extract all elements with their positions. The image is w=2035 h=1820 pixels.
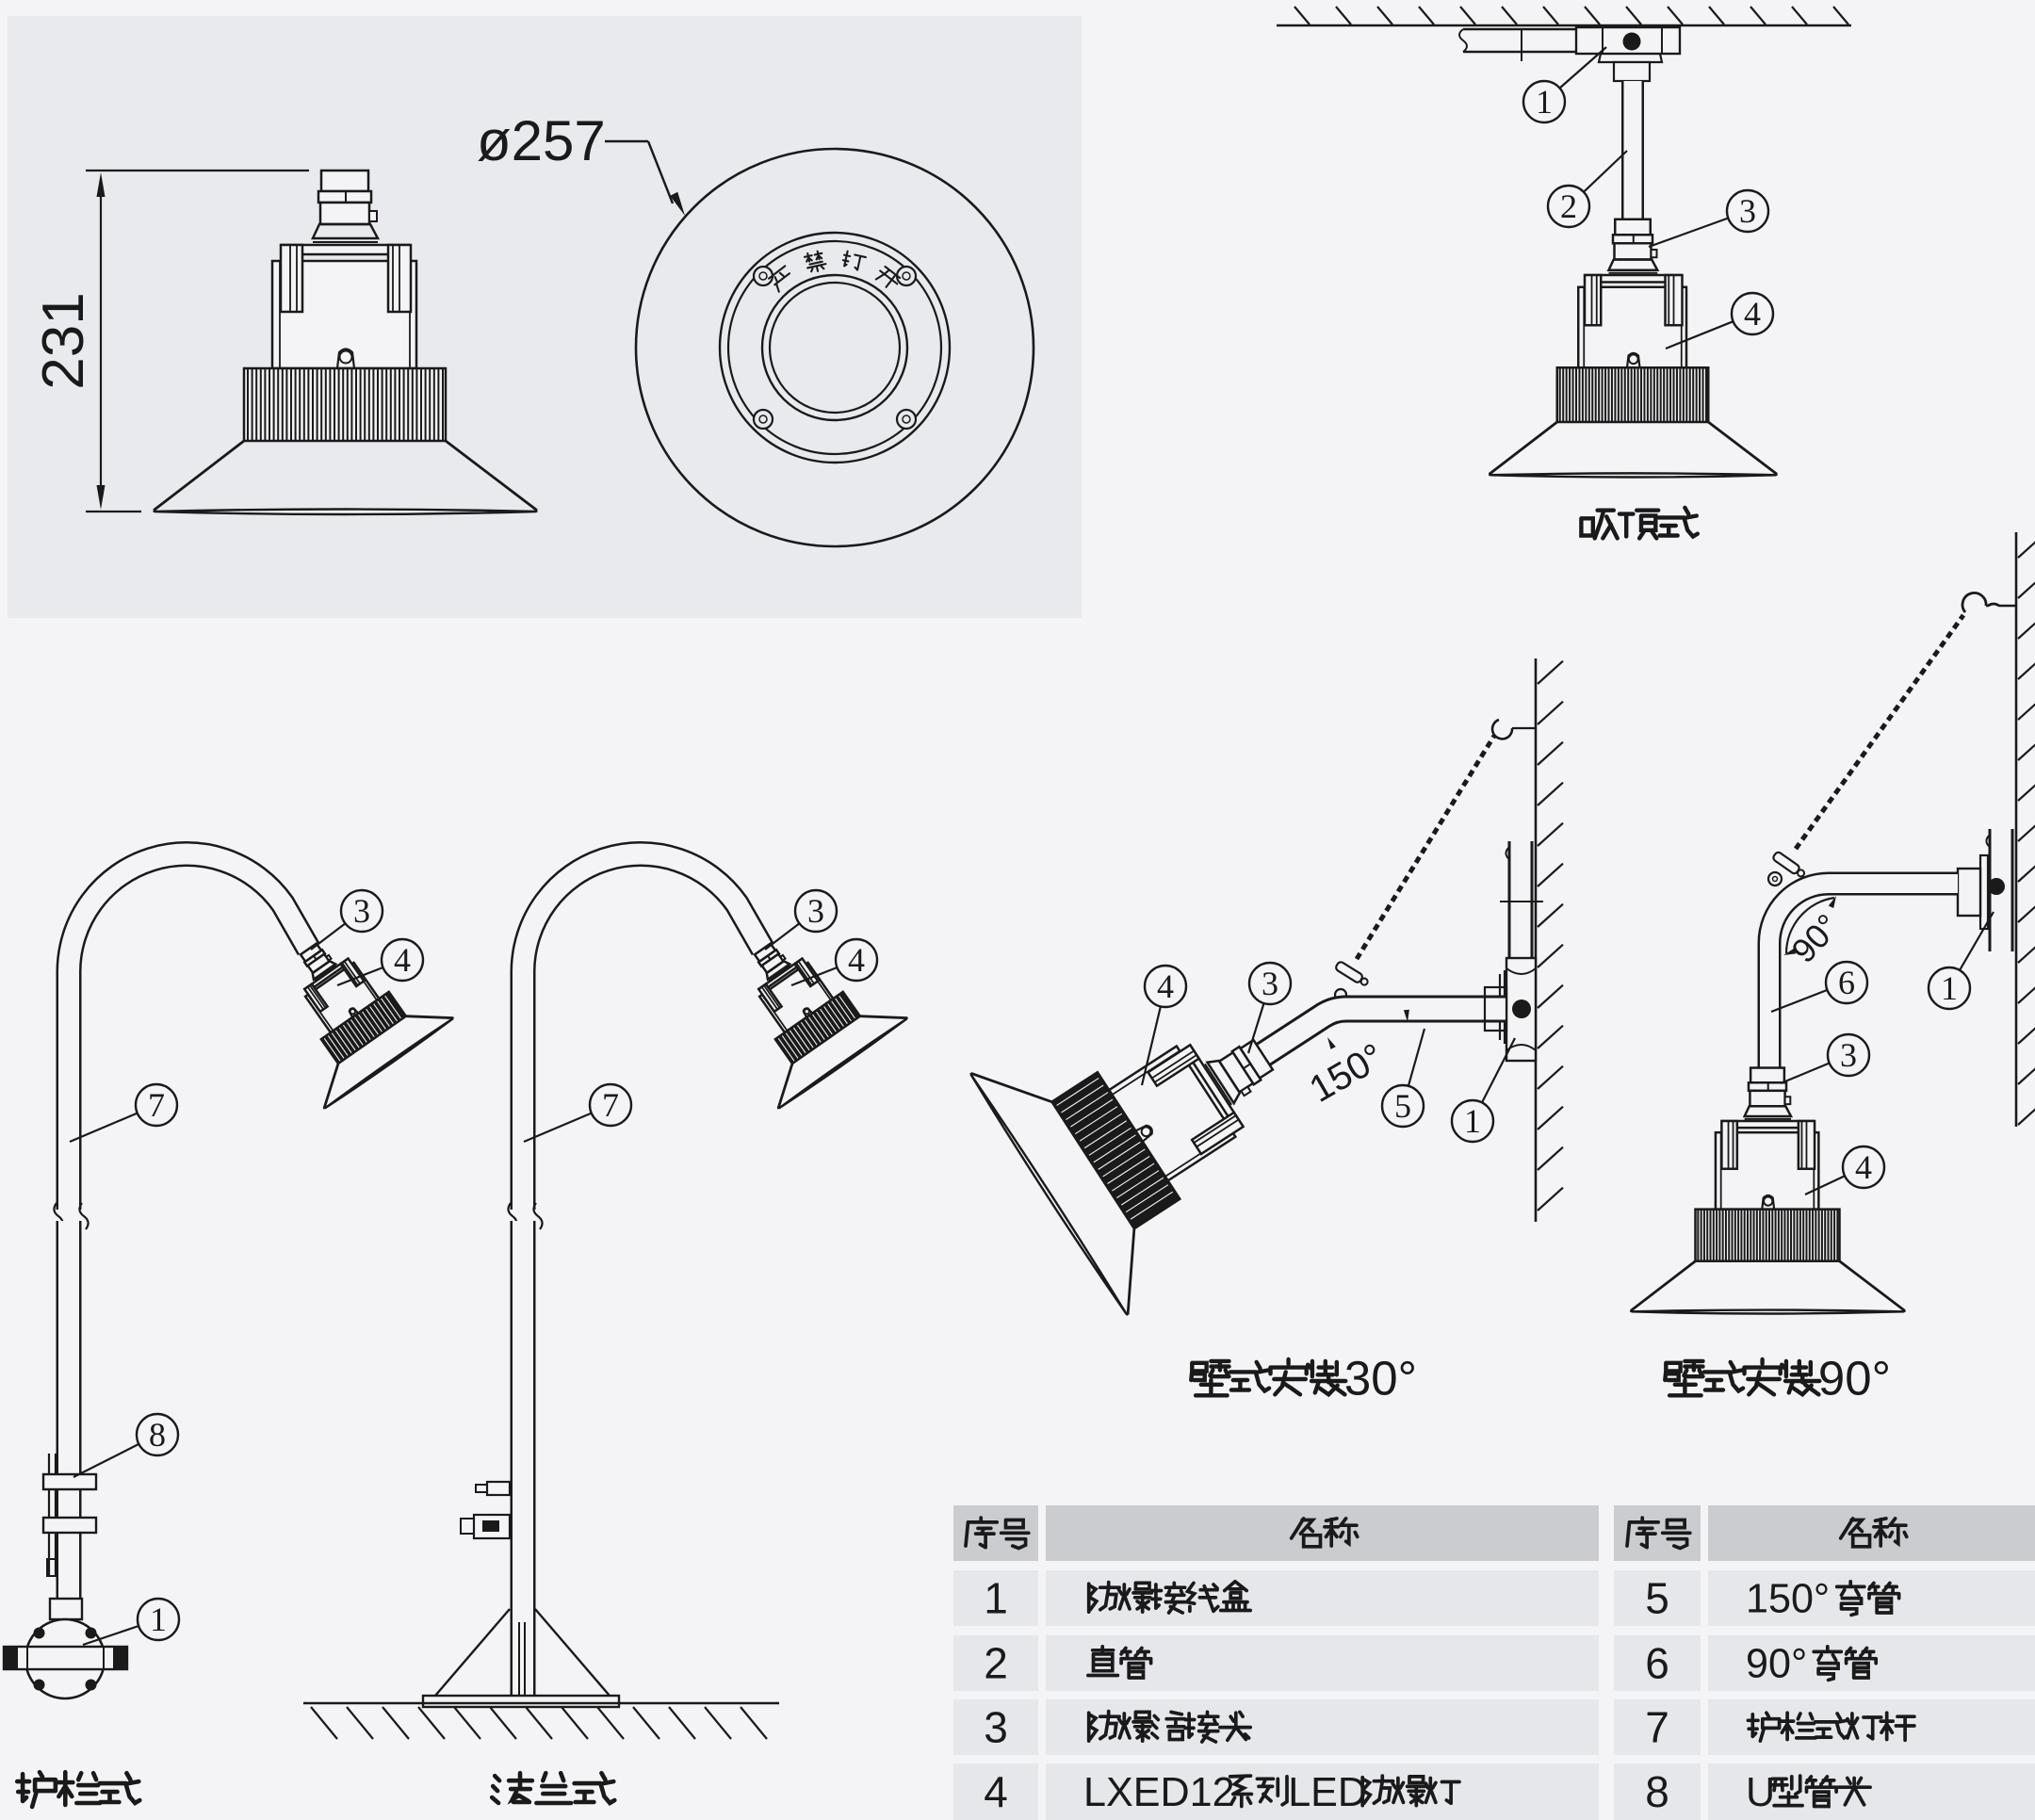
svg-text:3: 3: [807, 892, 824, 930]
svg-text:4: 4: [848, 941, 865, 979]
svg-text:7: 7: [602, 1086, 619, 1124]
svg-text:1: 1: [1536, 83, 1553, 121]
svg-text:U: U: [1746, 1770, 1775, 1815]
svg-text:7: 7: [148, 1086, 165, 1124]
svg-text:6: 6: [1645, 1639, 1669, 1688]
svg-text:5: 5: [1394, 1087, 1411, 1125]
svg-text:4: 4: [984, 1767, 1008, 1816]
svg-text:3: 3: [353, 892, 370, 930]
svg-text:3: 3: [1262, 965, 1278, 1002]
svg-text:2: 2: [984, 1639, 1008, 1688]
svg-text:4: 4: [394, 941, 411, 979]
svg-text:30°: 30°: [1344, 1352, 1417, 1406]
svg-text:5: 5: [1645, 1574, 1669, 1623]
svg-text:1: 1: [1941, 969, 1958, 1007]
svg-text:150°: 150°: [1746, 1577, 1830, 1622]
svg-text:8: 8: [1645, 1767, 1669, 1816]
svg-text:1: 1: [150, 1601, 167, 1638]
svg-text:3: 3: [1840, 1036, 1857, 1074]
svg-text:8: 8: [149, 1416, 166, 1454]
svg-text:6: 6: [1838, 964, 1855, 1001]
svg-text:1: 1: [1464, 1102, 1481, 1140]
svg-text:LXED12: LXED12: [1083, 1770, 1235, 1815]
svg-text:3: 3: [984, 1703, 1008, 1752]
svg-text:4: 4: [1744, 295, 1761, 333]
svg-text:4: 4: [1157, 967, 1174, 1005]
svg-text:2: 2: [1560, 187, 1577, 225]
svg-text:7: 7: [1645, 1703, 1669, 1752]
svg-text:231: 231: [31, 292, 96, 389]
svg-text:90°: 90°: [1818, 1352, 1891, 1406]
svg-text:90°: 90°: [1746, 1642, 1807, 1687]
svg-text:LED: LED: [1288, 1770, 1367, 1815]
svg-text:4: 4: [1855, 1148, 1872, 1186]
svg-text:3: 3: [1739, 192, 1756, 230]
svg-text:ø257: ø257: [477, 109, 606, 172]
svg-text:1: 1: [984, 1574, 1008, 1623]
